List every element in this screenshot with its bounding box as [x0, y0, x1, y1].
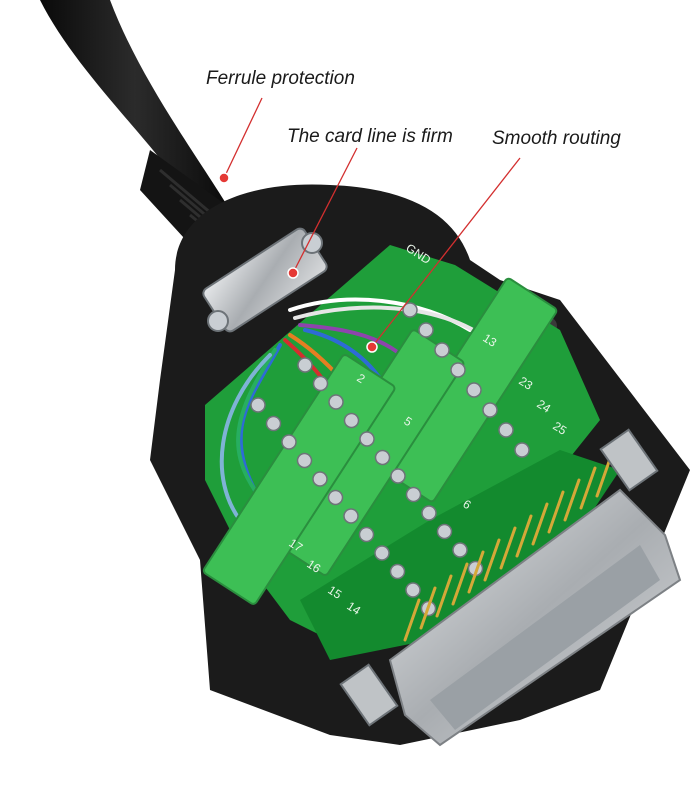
terminal-screw — [327, 489, 344, 506]
terminal-screw — [452, 542, 468, 558]
callout-leaders — [223, 97, 521, 348]
leader-ferrule — [223, 97, 263, 179]
leader-routing — [371, 157, 521, 348]
terminal-screw — [281, 434, 297, 450]
connector-pin — [419, 586, 437, 630]
leader-card-line — [292, 147, 358, 274]
dot-card-line — [287, 267, 299, 279]
terminal-screw — [434, 342, 450, 358]
terminal-screw — [405, 582, 421, 598]
connector-pin — [499, 526, 517, 570]
connector-pin — [531, 502, 549, 546]
terminal-screw — [389, 563, 406, 580]
connector-pin — [547, 490, 565, 534]
terminal-screw — [359, 431, 375, 447]
callout-dots — [218, 172, 378, 353]
terminal-screw — [421, 505, 437, 521]
terminal-screw — [250, 397, 266, 413]
connector-pin — [483, 538, 501, 582]
callout-ferrule-protection: Ferrule protection — [206, 68, 355, 89]
terminal-screw — [402, 302, 418, 318]
terminal-screw — [482, 402, 498, 418]
cable-clamp — [202, 227, 328, 333]
terminal-screw — [297, 357, 313, 373]
terminal-screw — [390, 468, 406, 484]
terminal-screw — [498, 422, 514, 438]
terminal-screw — [466, 382, 482, 398]
terminal-blocks — [202, 277, 558, 617]
terminal-screw — [343, 412, 360, 429]
dot-ferrule — [218, 172, 230, 184]
db25-connector — [339, 428, 682, 747]
terminal-screw — [296, 452, 313, 469]
connector-pin — [467, 550, 485, 594]
connector-pin — [595, 454, 613, 498]
terminal-screw — [265, 415, 282, 432]
terminal-screw — [418, 322, 434, 338]
connector-pin — [515, 514, 533, 558]
connector-pin — [451, 562, 469, 606]
connector-pin — [435, 574, 453, 618]
callout-smooth-routing: Smooth routing — [492, 128, 621, 149]
jack-screw-top — [599, 428, 659, 492]
connector-pin — [563, 478, 581, 522]
terminal-screw — [312, 375, 329, 392]
connector-pin — [579, 466, 597, 510]
jack-screw-bottom — [339, 663, 399, 727]
terminal-screw — [358, 526, 375, 543]
terminal-screw — [374, 449, 391, 466]
terminal-screw — [436, 523, 453, 540]
terminal-screw — [450, 362, 466, 378]
dot-routing — [366, 341, 378, 353]
terminal-screw — [405, 486, 422, 503]
terminal-screw — [343, 508, 359, 524]
terminal-screw — [514, 442, 530, 458]
terminal-screw — [312, 471, 328, 487]
callout-card-line-firm: The card line is firm — [287, 126, 453, 147]
terminal-screw — [374, 545, 390, 561]
connector-pin — [403, 598, 421, 642]
terminal-screw — [328, 394, 344, 410]
